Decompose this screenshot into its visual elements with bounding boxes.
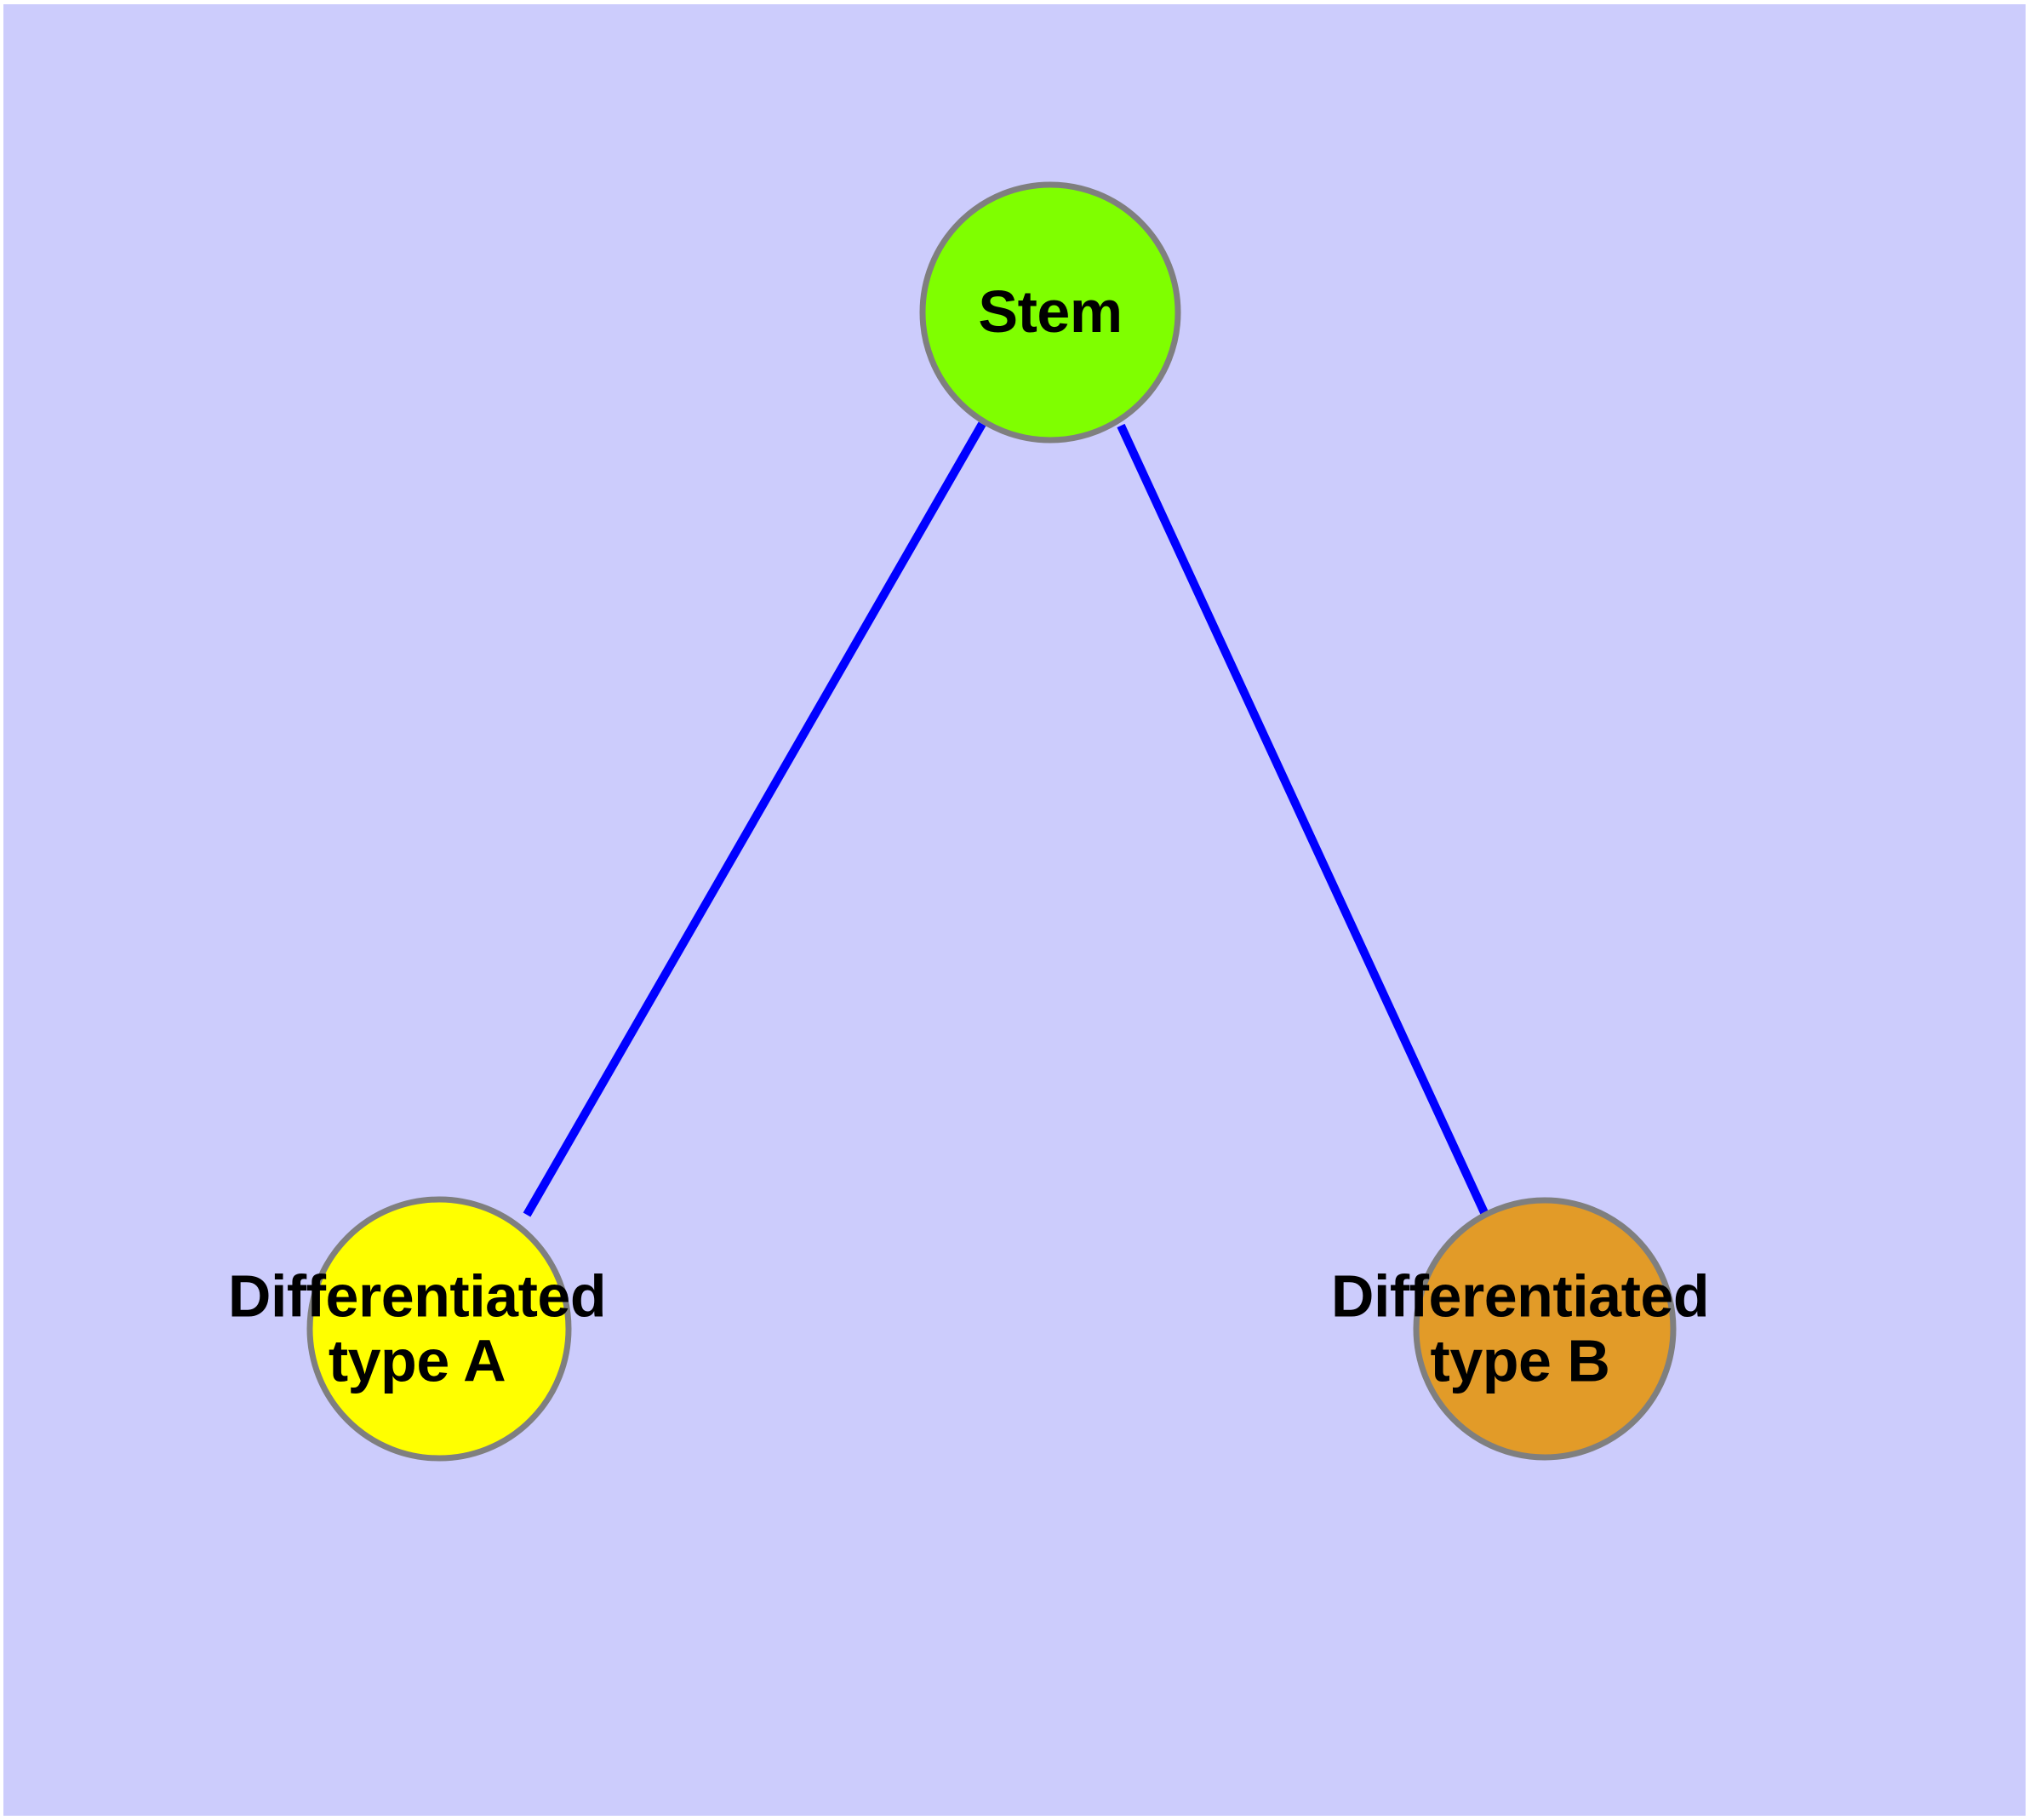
nodes-group — [306, 181, 1677, 1462]
edge-stem-to-diff-a[interactable] — [523, 421, 986, 1217]
node-diff-b[interactable] — [1413, 1197, 1677, 1461]
node-diff-a[interactable] — [306, 1196, 572, 1462]
edges-group — [523, 421, 1491, 1221]
graph-svg — [306, 181, 1677, 1462]
edge-stem-to-diff-b[interactable] — [1117, 423, 1491, 1221]
node-stem[interactable] — [919, 181, 1181, 444]
